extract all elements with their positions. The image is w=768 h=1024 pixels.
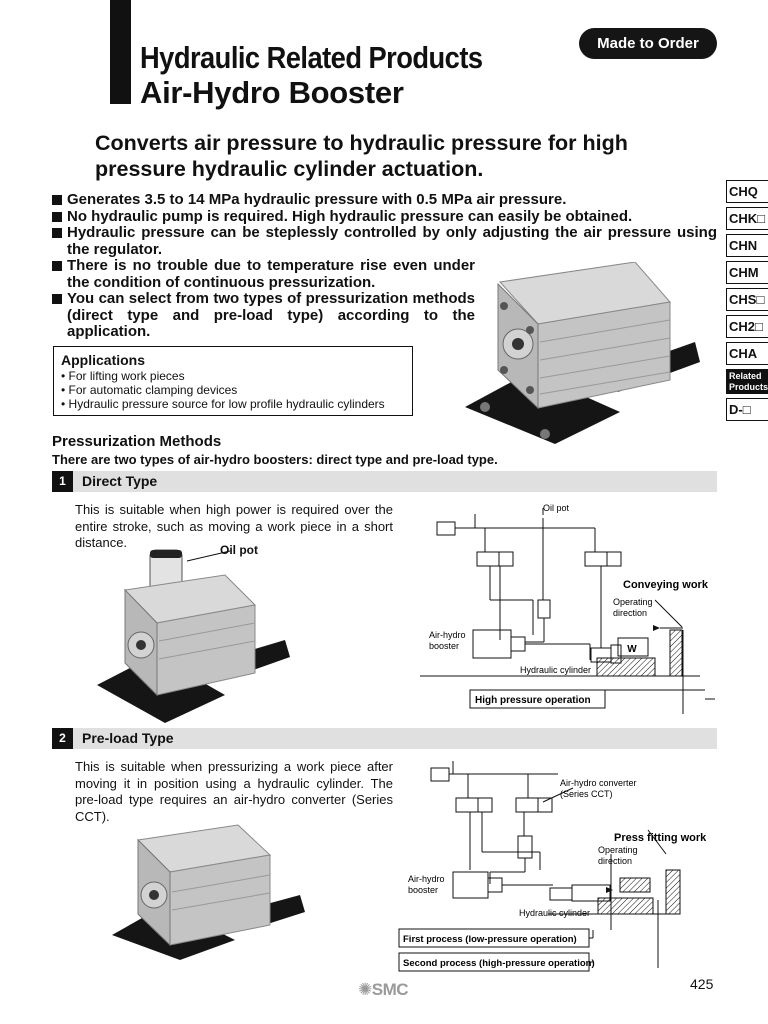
section-number: 1 (52, 471, 73, 492)
product-photo-booster (465, 262, 700, 444)
methods-subtitle: There are two types of air-hydro booster… (52, 452, 498, 467)
converter-label-1: Air-hydro converter (560, 778, 637, 788)
direct-type-header: 1 Direct Type (52, 471, 717, 492)
nav-tab-cha[interactable]: CHA (726, 342, 768, 365)
pre-load-type-header: 2 Pre-load Type (52, 728, 717, 749)
feature-item: You can select from two types of pressur… (52, 290, 475, 341)
lead-text: Converts air pressure to hydraulic press… (95, 131, 628, 181)
methods-title: Pressurization Methods (52, 433, 222, 450)
hydraulic-cylinder-label: Hydraulic cylinder (519, 908, 590, 918)
high-pressure-operation-label: High pressure operation (475, 695, 591, 706)
page-number: 425 (690, 976, 714, 992)
pre-load-circuit-diagram: Air-hydro converter (Series CCT) Press f… (398, 761, 707, 972)
nav-tab-chn[interactable]: CHN (726, 234, 768, 257)
booster-label-1: Air-hydro (408, 874, 445, 884)
nav-tab-chq[interactable]: CHQ (726, 180, 768, 203)
title-accent-bar (110, 0, 131, 104)
section-number: 2 (52, 728, 73, 749)
series-side-nav: CHQ CHK□ CHN CHM CHS□ CH2□ CHA Related P… (726, 180, 768, 425)
page-title: Air-Hydro Booster (140, 75, 404, 110)
pre-load-description: This is suitable when pressurizing a wor… (75, 759, 393, 824)
converter-label-2: (Series CCT) (560, 789, 613, 799)
feature-list: Generates 3.5 to 14 MPa hydraulic pressu… (52, 191, 717, 341)
application-item: • Hydraulic pressure source for low prof… (61, 397, 385, 411)
booster-label-1: Air-hydro (429, 630, 466, 640)
feature-item: Hydraulic pressure can be steplessly con… (52, 224, 717, 258)
operating-label: Operating (598, 845, 638, 855)
product-photo-direct-type (97, 549, 290, 723)
direct-type-circuit-diagram: W Oil pot Conveying work Operating direc… (420, 503, 715, 714)
application-item: • For automatic clamping devices (61, 383, 238, 397)
feature-item: No hydraulic pump is required. High hydr… (52, 208, 717, 226)
nav-tab-related-products[interactable]: Related Products (726, 369, 768, 394)
hydraulic-cylinder-label: Hydraulic cylinder (520, 665, 591, 675)
nav-tab-d[interactable]: D-□ (726, 398, 768, 421)
booster-label-2: booster (408, 885, 438, 895)
operating-label: Operating (613, 597, 653, 607)
feature-item: There is no trouble due to temperature r… (52, 257, 475, 291)
nav-tab-chm[interactable]: CHM (726, 261, 768, 284)
work-label: W (627, 644, 637, 655)
made-to-order-badge: Made to Order (579, 28, 717, 59)
applications-title: Applications (61, 352, 146, 368)
booster-label-2: booster (429, 641, 459, 651)
nav-tab-ch2[interactable]: CH2□ (726, 315, 768, 338)
press-fitting-work-label: Press fitting work (614, 832, 707, 844)
product-photo-pre-load-type (112, 824, 305, 960)
application-item: • For lifting work pieces (61, 369, 185, 383)
oil-pot-callout: Oil pot (220, 543, 258, 557)
direct-type-description: This is suitable when high power is requ… (75, 502, 393, 550)
second-process-label: Second process (high-pressure operation) (403, 958, 595, 969)
nav-tab-chs[interactable]: CHS□ (726, 288, 768, 311)
direction-label: direction (598, 856, 632, 866)
page-category-title: Hydraulic Related Products (140, 40, 483, 75)
conveying-work-label: Conveying work (623, 579, 709, 591)
section-label: Direct Type (82, 473, 158, 489)
section-label: Pre-load Type (82, 730, 174, 746)
oil-pot-label: Oil pot (543, 503, 570, 513)
first-process-label: First process (low-pressure operation) (403, 934, 577, 945)
nav-tab-chk[interactable]: CHK□ (726, 207, 768, 230)
smc-logo: ✺SMC (358, 980, 409, 999)
direction-label: direction (613, 608, 647, 618)
applications-box: Applications • For lifting work pieces •… (53, 346, 413, 416)
feature-item: Generates 3.5 to 14 MPa hydraulic pressu… (52, 191, 717, 209)
